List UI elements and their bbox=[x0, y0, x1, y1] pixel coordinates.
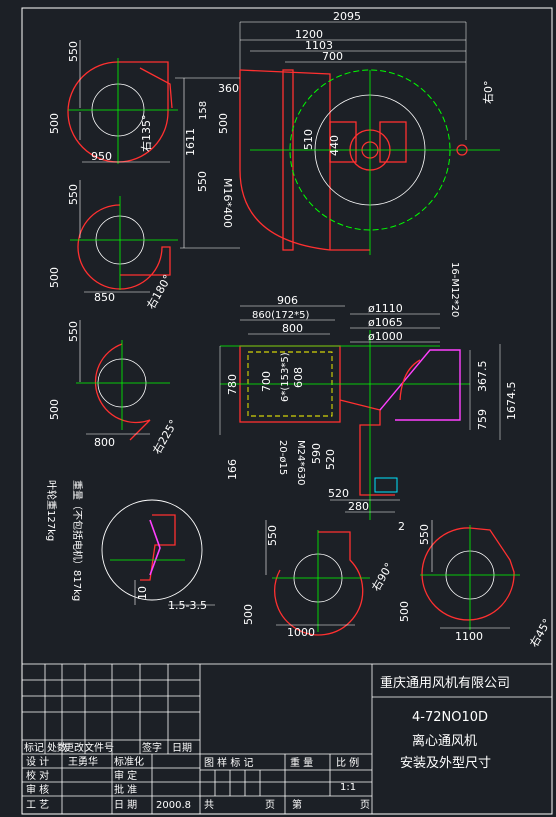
dim-367-5: 367.5 bbox=[476, 361, 489, 393]
dim-225-vert: 500 bbox=[48, 399, 61, 420]
date-value: 2000.8 bbox=[156, 800, 191, 811]
detail-view: 10 1.5-3.5 bbox=[101, 499, 215, 612]
view-right-135: 550 500 950 右135° bbox=[48, 40, 178, 164]
designer-name: 王勇华 bbox=[68, 755, 98, 768]
dim-90-width: 1000 bbox=[287, 626, 315, 639]
dim-225-height: 550 bbox=[67, 321, 80, 342]
dim-759: 759 bbox=[476, 409, 489, 430]
dim-1103: 1103 bbox=[305, 39, 333, 52]
dim-860: 860(172*5) bbox=[252, 310, 309, 321]
review-label: 审 定 bbox=[114, 769, 137, 782]
dim-700: 700 bbox=[322, 50, 343, 63]
title-block bbox=[21, 663, 553, 815]
rev-sign-label: 签字 bbox=[142, 741, 162, 754]
sheet-page-label: 页 bbox=[360, 799, 370, 811]
label-right-45: 右45° bbox=[526, 616, 553, 649]
dim-780: 780 bbox=[226, 374, 239, 395]
dim-45-height: 550 bbox=[418, 524, 431, 545]
dim-520-v: 520 bbox=[324, 449, 337, 470]
dim-906: 906 bbox=[277, 294, 298, 307]
sheet-label: 第 bbox=[292, 798, 302, 811]
weight-impeller: 叶轮重127kg bbox=[45, 480, 58, 541]
designer-label: 设 计 bbox=[26, 755, 49, 768]
dim-440: 440 bbox=[328, 135, 341, 156]
dim-510: 510 bbox=[302, 129, 315, 150]
dim-225-width: 800 bbox=[94, 436, 115, 449]
rev-date-label: 日期 bbox=[172, 742, 192, 754]
date-label: 日 期 bbox=[114, 799, 137, 811]
dim-608: 608 bbox=[292, 367, 305, 388]
dim-550-main: 550 bbox=[196, 171, 209, 192]
dim-45-vert: 500 bbox=[398, 601, 411, 622]
label-right-135: 右135° bbox=[139, 115, 153, 153]
dim-90-vert: 500 bbox=[242, 604, 255, 625]
company-name: 重庆通用风机有限公司 bbox=[380, 675, 510, 691]
dim-d1000: ø1000 bbox=[368, 330, 403, 343]
product-name: 离心通风机 bbox=[412, 733, 477, 749]
dim-700-inlet: 700 bbox=[260, 371, 273, 392]
dim-m16: M16*400 bbox=[221, 178, 234, 228]
dim-500-main: 500 bbox=[217, 113, 230, 134]
total-label: 共 bbox=[204, 799, 214, 811]
dim-1674-5: 1674.5 bbox=[505, 382, 518, 421]
approve-label: 批 准 bbox=[114, 783, 137, 796]
standard-label: 标准化 bbox=[114, 755, 144, 768]
rev-count-label: 处数 bbox=[47, 741, 67, 754]
dim-45-width: 1100 bbox=[455, 630, 483, 643]
dim-166: 166 bbox=[226, 459, 239, 480]
label-right-225: 右225° bbox=[149, 417, 180, 456]
dim-2: 2 bbox=[398, 520, 405, 533]
dim-135-vert: 500 bbox=[48, 113, 61, 134]
mark-label: 图 样 标 记 bbox=[204, 756, 254, 769]
dim-590: 590 bbox=[310, 443, 323, 464]
dim-6x153: 6*(153*5) bbox=[280, 352, 291, 402]
rev-doc-label: 更改文件号 bbox=[64, 741, 114, 754]
audit-label: 审 核 bbox=[26, 783, 49, 796]
dim-180-height: 550 bbox=[67, 184, 80, 205]
label-right-90: 右90° bbox=[368, 560, 395, 593]
dim-158: 158 bbox=[198, 101, 209, 120]
process-label: 工 艺 bbox=[26, 799, 49, 811]
check-label: 校 对 bbox=[26, 769, 49, 782]
dim-2095: 2095 bbox=[333, 10, 361, 23]
dim-1200: 1200 bbox=[295, 28, 323, 41]
dim-520-h: 520 bbox=[328, 487, 349, 500]
view-right-180: 550 500 850 右180° bbox=[48, 180, 178, 312]
title-block-text: 重庆通用风机有限公司 4-72NO10D 离心通风机 安装及外型尺寸 标记 处数… bbox=[24, 675, 510, 811]
rev-mark-label: 标记 bbox=[24, 742, 44, 754]
detail-dim-10: 10 bbox=[136, 586, 149, 600]
weight-total: 重量（不包括电机）817kg bbox=[71, 480, 84, 601]
dim-360: 360 bbox=[218, 82, 239, 95]
model-number: 4-72NO10D bbox=[412, 710, 488, 725]
view-right-45: 550 500 1100 右45° bbox=[398, 520, 554, 650]
dim-280: 280 bbox=[348, 500, 369, 513]
weight-label: 重 量 bbox=[290, 756, 313, 769]
dim-180-width: 850 bbox=[94, 291, 115, 304]
detail-dim-gap: 1.5-3.5 bbox=[168, 599, 207, 612]
document-title: 安装及外型尺寸 bbox=[400, 756, 491, 771]
section-view: 906 860(172*5) 800 780 700 6*(153*5) 608… bbox=[219, 262, 518, 533]
dim-800: 800 bbox=[282, 322, 303, 335]
view-right-225: 550 500 800 右225° bbox=[48, 320, 180, 457]
view-right-90: 550 500 1000 右90° bbox=[242, 520, 396, 639]
label-right-0: 右0° bbox=[481, 81, 495, 105]
dim-16m12: 16-M12*20 bbox=[449, 262, 460, 317]
main-view: 2095 1200 1103 700 360 158 500 1611 550 … bbox=[175, 10, 500, 255]
scale-label: 比 例 bbox=[336, 756, 359, 769]
dim-holes-15: 20-ø15 bbox=[277, 440, 288, 475]
total-page-label: 页 bbox=[265, 799, 275, 811]
scale-value: 1:1 bbox=[340, 782, 356, 793]
dim-d1065: ø1065 bbox=[368, 316, 403, 329]
dim-90-height: 550 bbox=[266, 525, 279, 546]
dim-135-width: 950 bbox=[91, 150, 112, 163]
dim-d1110: ø1110 bbox=[368, 302, 403, 315]
dim-135-height: 550 bbox=[67, 41, 80, 62]
dim-1611: 1611 bbox=[184, 128, 197, 156]
drawing-frame bbox=[21, 7, 553, 815]
dim-180-vert: 500 bbox=[48, 267, 61, 288]
dim-m24: M24*630 bbox=[295, 440, 306, 485]
